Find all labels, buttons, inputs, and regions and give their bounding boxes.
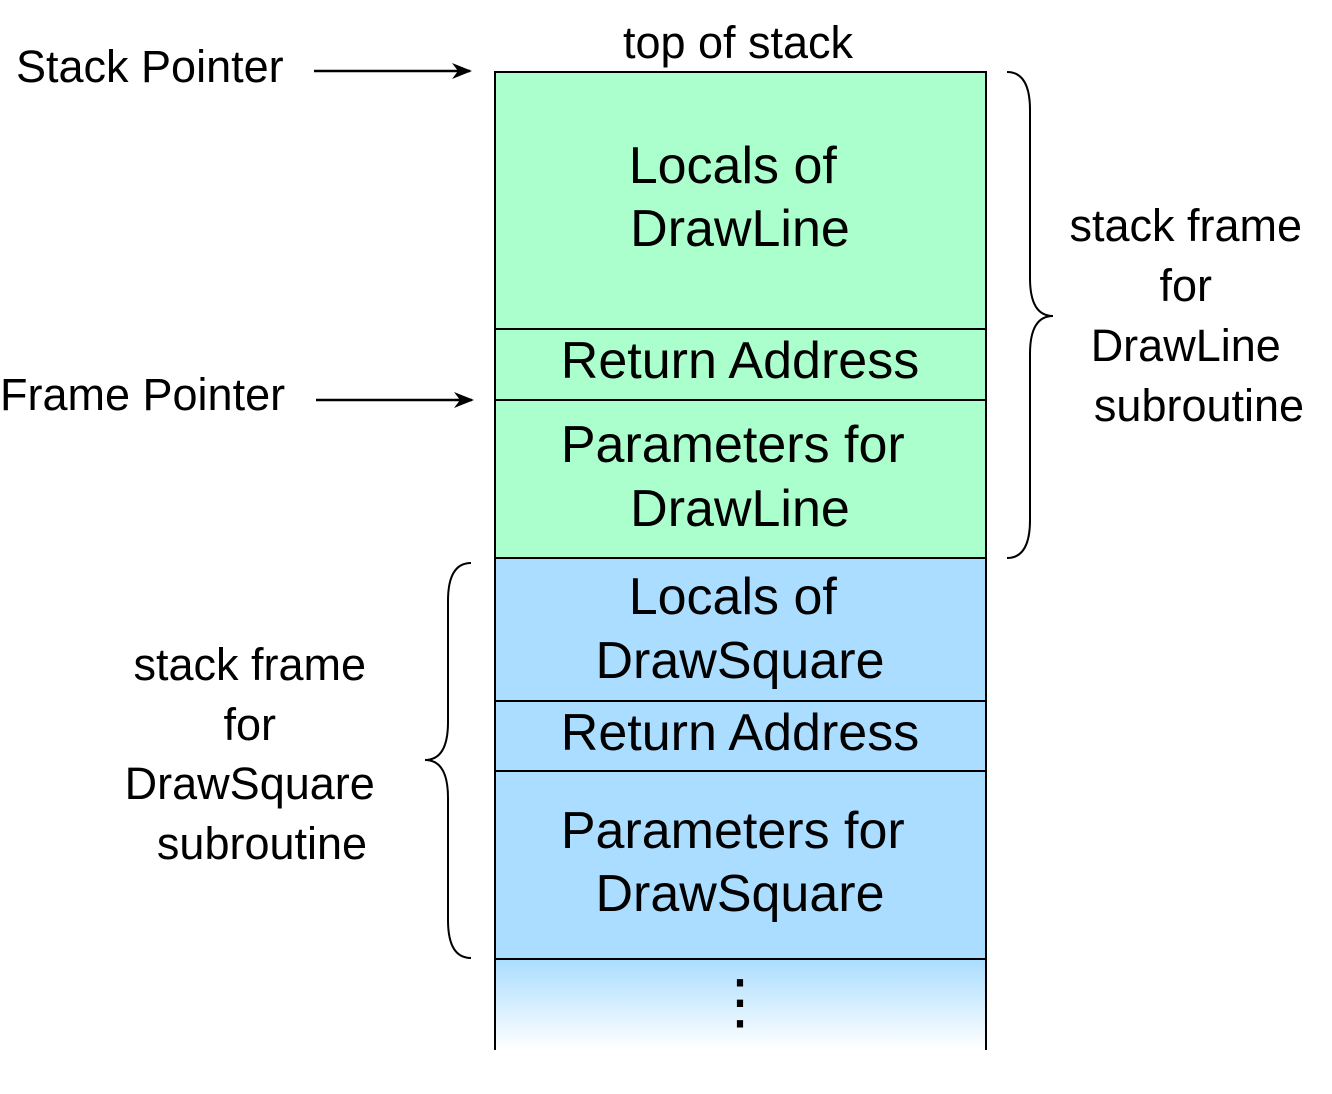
drawline-params-text: Parameters for DrawLine: [561, 416, 919, 538]
drawsquare-frame-brace: [424, 562, 472, 959]
drawline-frame-label: stack frame for DrawLine subroutine: [1069, 200, 1314, 431]
drawsquare-frame-label-line1: stack frame: [133, 639, 366, 690]
continuation-ellipsis: ⋮: [710, 968, 770, 1035]
drawsquare-frame-label-line3: DrawSquare: [125, 758, 375, 809]
frame-pointer-group: Frame Pointer: [0, 369, 474, 420]
drawline-locals-line1: Locals of: [629, 137, 838, 195]
drawline-return-cell: [494, 328, 987, 401]
drawline-frame-label-line2: for: [1159, 260, 1212, 311]
drawline-params-line2: DrawLine: [630, 480, 850, 538]
drawline-frame-brace: [1006, 71, 1054, 559]
drawline-locals-text: Locals of DrawLine: [629, 137, 852, 258]
drawline-frame-label-line3: DrawLine: [1091, 320, 1281, 371]
drawline-params-line1: Parameters for: [561, 416, 905, 474]
drawline-frame: Locals of DrawLine Return Address Parame…: [494, 71, 987, 559]
drawsquare-locals-cell: [494, 557, 987, 702]
drawsquare-return-cell: [494, 700, 987, 772]
drawline-locals-line2: DrawLine: [630, 200, 850, 258]
continuation-fill: [495, 959, 986, 1050]
drawsquare-frame-label-line4: subroutine: [157, 818, 367, 869]
drawsquare-params-text: Parameters for DrawSquare: [561, 802, 919, 923]
drawsquare-params-line1: Parameters for: [561, 802, 905, 860]
drawline-frame-label-line4: subroutine: [1094, 380, 1304, 431]
drawsquare-frame-label: stack frame for DrawSquare subroutine: [125, 639, 388, 869]
drawsquare-locals-line1: Locals of: [629, 568, 838, 626]
frame-pointer-label: Frame Pointer: [0, 369, 285, 420]
drawline-return-text: Return Address: [561, 332, 919, 390]
drawsquare-return-text: Return Address: [561, 704, 919, 762]
stack-pointer-label: Stack Pointer: [16, 41, 284, 92]
drawsquare-frame-label-line2: for: [223, 699, 276, 750]
drawline-frame-label-line1: stack frame: [1069, 200, 1302, 251]
drawsquare-params-cell: [494, 770, 987, 960]
stack-pointer-group: Stack Pointer: [16, 41, 472, 92]
drawsquare-params-line2: DrawSquare: [595, 865, 884, 923]
drawsquare-locals-line2: DrawSquare: [595, 632, 884, 690]
drawline-params-cell: [494, 399, 987, 559]
stack-continuation: ⋮: [494, 958, 987, 1050]
drawline-locals-cell: [494, 71, 987, 330]
drawsquare-locals-text: Locals of DrawSquare: [595, 568, 884, 690]
top-of-stack-label: top of stack: [623, 17, 854, 68]
drawsquare-frame: Locals of DrawSquare Return Address Para…: [494, 557, 987, 960]
